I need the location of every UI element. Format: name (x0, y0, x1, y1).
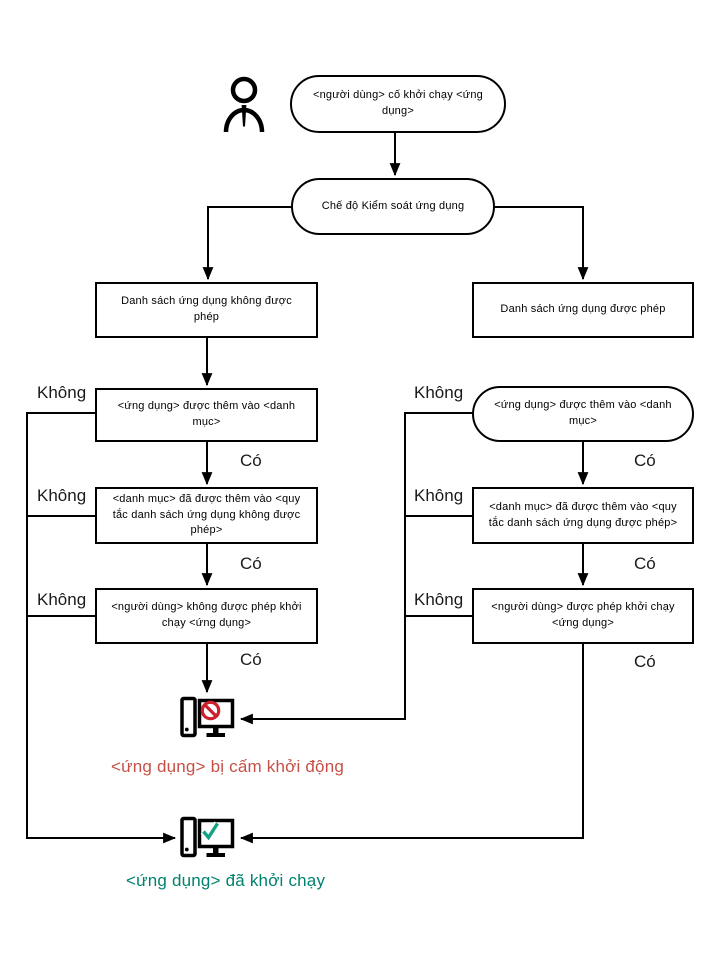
node-allow-category-in-rule-label: <danh mục> đã được thêm vào <quy tắc dan… (488, 500, 678, 529)
node-allow-category-in-rule: <danh mục> đã được thêm vào <quy tắc dan… (472, 487, 694, 544)
computer-allowed-icon (180, 816, 236, 867)
connector-allow-no-main (239, 412, 473, 725)
node-denylist: Danh sách ứng dụng không được phép (95, 282, 318, 338)
connector-mode-to-denylist (202, 206, 292, 281)
label-no-deny-1: Không (37, 383, 87, 402)
computer-blocked-icon (180, 696, 236, 747)
node-deny-category-in-rule: <danh mục> đã được thêm vào <quy tắc dan… (95, 487, 318, 544)
node-deny-app-in-category: <ứng dụng> được thêm vào <danh mục> (95, 388, 318, 442)
node-denylist-label: Danh sách ứng dụng không được phép (121, 295, 292, 323)
result-allowed-label: <ứng dụng> đã khởi chạy (126, 871, 326, 890)
node-allow-app-in-category: <ứng dụng> được thêm vào <danh mục> (472, 386, 694, 442)
label-no-allow-1: Không (414, 383, 464, 402)
node-deny-category-in-rule-label: <danh mục> đã được thêm vào <quy tắc dan… (112, 492, 301, 537)
node-deny-user-permission: <người dùng> không được phép khởi chạy <… (95, 588, 318, 644)
label-no-deny-3: Không (37, 590, 87, 609)
node-start: <người dùng> cố khởi chạy <ứng dụng> (290, 75, 506, 133)
node-allow-user-permission-label: <người dùng> được phép khởi chạy <ứng dụ… (491, 601, 675, 629)
label-yes-allow-3: Có (634, 652, 656, 671)
label-no-allow-2: Không (414, 486, 464, 505)
label-yes-deny-3: Có (240, 650, 262, 669)
node-allow-user-permission: <người dùng> được phép khởi chạy <ứng dụ… (472, 588, 694, 644)
node-deny-user-permission-label: <người dùng> không được phép khởi chạy <… (111, 601, 302, 629)
label-yes-allow-1: Có (634, 451, 656, 470)
node-start-label: <người dùng> cố khởi chạy <ứng dụng> (312, 89, 483, 117)
result-blocked-label: <ứng dụng> bị cấm khởi động (111, 757, 345, 776)
connector-deny-no-main (26, 412, 177, 844)
label-no-deny-2: Không (37, 486, 87, 505)
label-yes-allow-2: Có (634, 554, 656, 573)
node-allowlist: Danh sách ứng dụng được phép (472, 282, 694, 338)
label-yes-deny-2: Có (240, 554, 262, 573)
user-icon (222, 74, 266, 139)
node-control-mode-label: Chế độ Kiểm soát ứng dụng (321, 199, 465, 212)
label-no-allow-3: Không (414, 590, 464, 609)
node-control-mode: Chế độ Kiểm soát ứng dụng (291, 178, 495, 235)
node-allowlist-label: Danh sách ứng dụng được phép (500, 303, 666, 316)
node-allow-app-in-category-label: <ứng dụng> được thêm vào <danh mục> (494, 399, 672, 427)
label-yes-deny-1: Có (240, 451, 262, 470)
connector-allow-to-started (239, 644, 584, 844)
node-deny-app-in-category-label: <ứng dụng> được thêm vào <danh mục> (117, 400, 296, 428)
connector-mode-to-allowlist (493, 206, 589, 281)
